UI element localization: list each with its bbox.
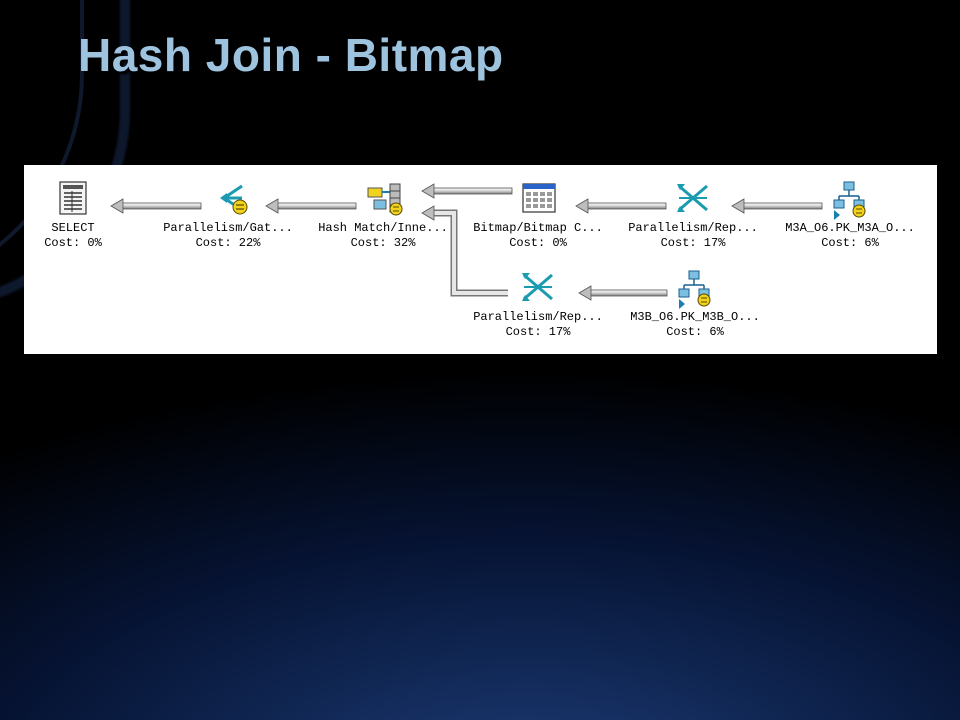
parallelism-repartition-icon bbox=[522, 273, 553, 301]
arrow-repartition-b-to-hashmatch bbox=[421, 205, 508, 297]
parallelism-gather-icon bbox=[220, 184, 248, 215]
arrow-repartition-a-to-bitmap bbox=[575, 198, 667, 214]
operator-hash-match: Hash Match/Inne... Cost: 32% bbox=[298, 221, 468, 251]
slide-title: Hash Join - Bitmap bbox=[78, 29, 504, 81]
arrow-gather-to-select bbox=[110, 198, 202, 214]
arrow-bitmap-to-hashmatch bbox=[421, 183, 513, 199]
operator-index-scan-a: M3A_O6.PK_M3A_O... Cost: 6% bbox=[765, 221, 935, 251]
operator-cost: Cost: 17% bbox=[505, 325, 571, 339]
operator-name: Bitmap/Bitmap C... bbox=[473, 221, 603, 235]
arrow-scan-b-to-repartition-b bbox=[578, 285, 668, 301]
arrow-scan-a-to-repartition-a bbox=[731, 198, 823, 214]
operator-cost: Cost: 22% bbox=[195, 236, 261, 250]
operator-parallelism-repartition-a: Parallelism/Rep... Cost: 17% bbox=[608, 221, 778, 251]
operator-cost: Cost: 6% bbox=[821, 236, 879, 250]
operator-bitmap: Bitmap/Bitmap C... Cost: 0% bbox=[453, 221, 623, 251]
operator-cost: Cost: 17% bbox=[660, 236, 726, 250]
index-scan-icon bbox=[678, 270, 711, 309]
arrow-hashmatch-to-gather bbox=[265, 198, 357, 214]
operator-name: Parallelism/Rep... bbox=[473, 310, 603, 324]
parallelism-repartition-icon bbox=[677, 184, 708, 212]
operator-cost: Cost: 0% bbox=[509, 236, 567, 250]
operator-cost: Cost: 32% bbox=[350, 236, 416, 250]
index-scan-icon bbox=[833, 181, 866, 220]
operator-parallelism-repartition-b: Parallelism/Rep... Cost: 17% bbox=[453, 310, 623, 340]
hash-match-icon bbox=[367, 183, 403, 216]
operator-index-scan-b: M3B_O6.PK_M3B_O... Cost: 6% bbox=[610, 310, 780, 340]
operator-parallelism-gather: Parallelism/Gat... Cost: 22% bbox=[143, 221, 313, 251]
operator-name: Hash Match/Inne... bbox=[318, 221, 448, 235]
bitmap-icon bbox=[522, 183, 556, 213]
operator-name: M3B_O6.PK_M3B_O... bbox=[630, 310, 760, 324]
operator-cost: Cost: 0% bbox=[44, 236, 102, 250]
operator-select: SELECT Cost: 0% bbox=[24, 221, 158, 251]
operator-name: M3A_O6.PK_M3A_O... bbox=[785, 221, 915, 235]
operator-name: Parallelism/Rep... bbox=[628, 221, 758, 235]
select-result-icon bbox=[59, 181, 87, 215]
operator-name: SELECT bbox=[51, 221, 95, 235]
operator-name: Parallelism/Gat... bbox=[163, 221, 293, 235]
operator-cost: Cost: 6% bbox=[666, 325, 724, 339]
execution-plan-graphics bbox=[59, 181, 866, 309]
execution-plan-diagram: SELECT Cost: 0% Parallelism/Gat... Cost:… bbox=[24, 165, 937, 354]
